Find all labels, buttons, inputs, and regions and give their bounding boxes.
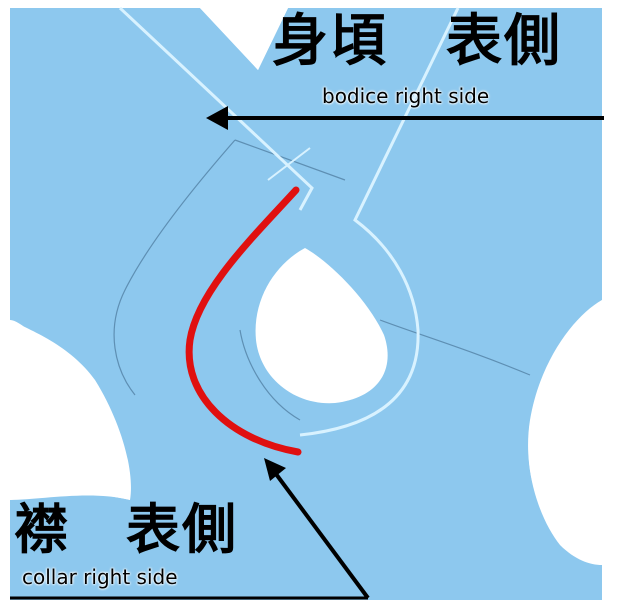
collar-right-side-label: collar right side [22,565,178,589]
collar-stitch-line [185,186,302,456]
collar-right-side-jp-label: 襟 表側 [14,498,238,561]
bodice-right-side-jp-label: 身頃 表側 [272,9,562,74]
left-cutout [10,320,131,500]
neck-notch [200,8,288,70]
pattern-guide-line [234,139,346,181]
neckline-opening [255,248,388,404]
pattern-guide-line [113,139,236,396]
seam-line-light [118,6,314,211]
bodice-arrow-head [206,106,228,130]
collar-arrow-head [264,458,286,481]
seam-line-light [299,7,460,437]
pattern-guide-line [239,329,301,421]
bodice-right-side-label: bodice right side [322,84,490,108]
collar-arrow-shaft [274,472,370,600]
right-cutout [528,300,602,565]
pattern-guide-line [379,319,531,376]
seam-line-light [267,147,311,181]
